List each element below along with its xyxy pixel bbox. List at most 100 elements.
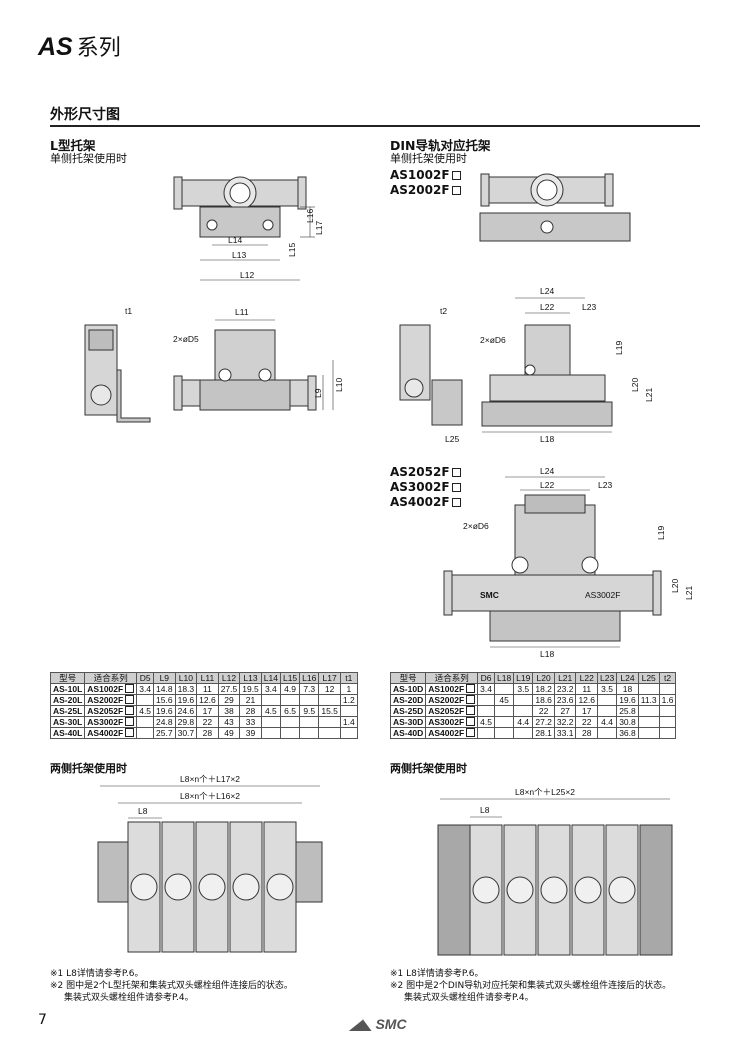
cell-value xyxy=(513,705,534,717)
col-header: 型号 xyxy=(389,672,427,684)
cell-model: AS-10L xyxy=(49,683,86,695)
cell-model: AS-25D xyxy=(389,705,427,717)
din-bracket-top-view xyxy=(479,173,631,242)
col-header: L21 xyxy=(553,672,577,684)
dim-l12: L12 xyxy=(240,270,254,280)
cell-value xyxy=(318,694,341,706)
cell-value: 4.5 xyxy=(136,705,155,717)
cell-value: 30.8 xyxy=(616,716,639,728)
page-number: 7 xyxy=(38,1012,47,1028)
cell-value: 19.5 xyxy=(239,683,262,695)
col-header: L15 xyxy=(279,672,301,684)
col-header: t1 xyxy=(339,672,358,684)
cell-value: 18.3 xyxy=(174,683,198,695)
cell-value: 23.6 xyxy=(553,694,577,706)
col-header: L9 xyxy=(153,672,176,684)
cell-value: 12.6 xyxy=(196,694,219,706)
right-both-title: 两侧托架使用时 xyxy=(390,762,467,775)
cell-value: 19.6 xyxy=(153,705,176,717)
model-item: AS1002F xyxy=(390,168,461,183)
cell-value: 1.6 xyxy=(658,694,677,706)
col-header: L10 xyxy=(174,672,198,684)
cell-value xyxy=(493,716,515,728)
note-line: ※2 图中是2个DIN导轨对应托架和集装式双头螺栓组件连接后的状态。 xyxy=(390,981,672,991)
cell-value: 39 xyxy=(239,727,262,739)
cell-value: 33 xyxy=(239,716,262,728)
cell-value: 12.6 xyxy=(575,694,598,706)
series-prefix: AS xyxy=(38,33,73,61)
cell-value xyxy=(260,727,281,739)
col-header: L19 xyxy=(513,672,534,684)
cell-value: 24.6 xyxy=(174,705,198,717)
cell-value xyxy=(299,694,320,706)
cell-value xyxy=(318,727,341,739)
section-rule xyxy=(50,125,700,127)
cell-value: 30.7 xyxy=(174,727,198,739)
logo-icon: ◢◣ xyxy=(350,1016,372,1032)
note-line: 集装式双头螺栓组件请参考P.4。 xyxy=(404,993,534,1003)
knob-icon xyxy=(506,876,534,904)
cell-value xyxy=(260,694,281,706)
big-dim-l22: L22 xyxy=(540,480,554,490)
col-header: L13 xyxy=(239,672,262,684)
cell-value: 25.8 xyxy=(616,705,639,717)
din-bracket-spec-table: 型号 适合系列 D6 L18 L19 L20 L21 L22 L23 L24 L… xyxy=(389,672,677,739)
right-models-b: AS2052F AS3002F AS4002F xyxy=(390,465,461,510)
cell-value: 28.1 xyxy=(532,727,555,739)
dim-2d5: 2×øD5 xyxy=(173,334,199,344)
cell-value xyxy=(637,705,660,717)
checkbox-icon xyxy=(125,684,135,693)
series-label: AS2052F xyxy=(87,706,124,716)
cell-value: 22 xyxy=(196,716,219,728)
cell-series: AS3002F xyxy=(84,716,138,728)
checkbox-icon xyxy=(125,706,135,715)
series-suffix: 系列 xyxy=(76,36,121,61)
dim-l24: L24 xyxy=(540,286,554,296)
big-dim-l18: L18 xyxy=(540,649,554,659)
big-dim-l21: L21 xyxy=(684,586,694,600)
col-header: L20 xyxy=(532,672,555,684)
cell-model: AS-25L xyxy=(49,705,86,717)
cell-value xyxy=(493,683,515,695)
cell-series: AS2052F xyxy=(425,705,479,717)
cell-value xyxy=(279,727,301,739)
cell-value xyxy=(260,716,281,728)
cell-value: 27.2 xyxy=(532,716,555,728)
cell-value: 19.6 xyxy=(174,694,198,706)
series-label: AS4002F xyxy=(87,728,124,738)
checkbox-icon xyxy=(466,706,476,715)
table-header-row: 型号 适合系列 D5 L9 L10 L11 L12 L13 L14 L15 L1… xyxy=(49,672,358,684)
cell-value xyxy=(493,727,515,739)
dim-l23: L23 xyxy=(582,302,596,312)
cell-series: AS2052F xyxy=(84,705,138,717)
cell-value xyxy=(513,694,534,706)
note-line: ※1 L8详情请参考P.6。 xyxy=(50,969,144,979)
col-header: t2 xyxy=(658,672,677,684)
cell-value: 18.6 xyxy=(532,694,555,706)
cell-value: 18.2 xyxy=(532,683,555,695)
cell-value: 33.1 xyxy=(553,727,577,739)
knob-icon xyxy=(266,873,294,901)
col-header: L16 xyxy=(299,672,320,684)
checkbox-icon xyxy=(466,728,476,737)
cell-value: 21 xyxy=(239,694,262,706)
checkbox-icon xyxy=(125,728,135,737)
big-model-mark: AS3002F xyxy=(585,590,620,600)
knob-icon xyxy=(608,876,636,904)
cell-value xyxy=(493,705,515,717)
dim-l13: L13 xyxy=(232,250,246,260)
knob-icon xyxy=(130,873,158,901)
cell-value: 14.8 xyxy=(153,683,176,695)
dim-l20: L20 xyxy=(630,378,640,392)
cell-value xyxy=(596,705,618,717)
cell-model: AS-30D xyxy=(389,716,427,728)
left-notes: ※1 L8详情请参考P.6。 ※2 图中是2个L型托架和集装式双头螺栓组件连接后… xyxy=(50,968,293,1004)
col-header: L18 xyxy=(493,672,515,684)
cell-series: AS4002F xyxy=(84,727,138,739)
series-label: AS2052F xyxy=(428,706,465,716)
cell-value xyxy=(513,727,534,739)
cell-value: 23.2 xyxy=(553,683,577,695)
